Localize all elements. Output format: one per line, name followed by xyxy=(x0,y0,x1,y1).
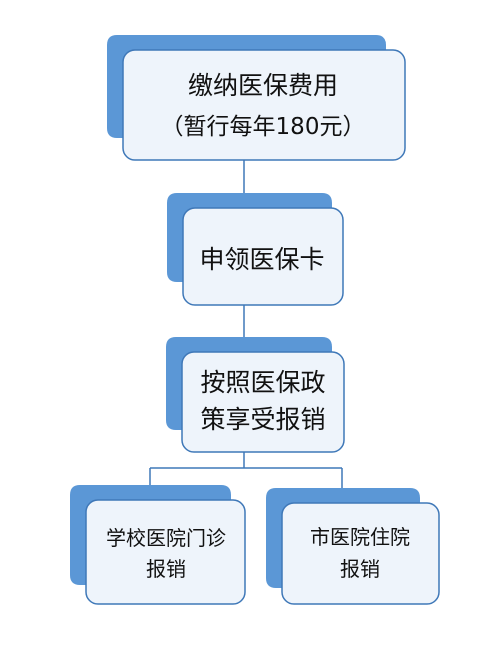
node-city-hospital: 市医院住院 报销 xyxy=(266,488,440,605)
node-city-hospital-line2: 报销 xyxy=(340,557,380,581)
node-school-clinic-box xyxy=(85,499,246,605)
node-reimburse-policy-box xyxy=(181,351,345,453)
node-reimburse-policy-line1: 按照医保政 xyxy=(200,368,325,397)
node-school-clinic-line1: 学校医院门诊 xyxy=(106,526,226,550)
node-school-clinic-line2: 报销 xyxy=(146,557,186,581)
node-city-hospital-box xyxy=(281,502,440,605)
node-apply-card-line1: 申领医保卡 xyxy=(199,245,324,274)
node-apply-card: 申领医保卡 xyxy=(167,193,344,306)
node-reimburse-policy-line2: 策享受报销 xyxy=(200,405,325,434)
node-pay-fee: 缴纳医保费用 （暂行每年180元） xyxy=(107,35,406,161)
node-pay-fee-line1: 缴纳医保费用 xyxy=(188,71,338,100)
node-school-clinic: 学校医院门诊 报销 xyxy=(70,485,246,605)
node-pay-fee-box xyxy=(122,49,406,161)
node-pay-fee-line2: （暂行每年180元） xyxy=(161,114,366,140)
node-city-hospital-line1: 市医院住院 xyxy=(310,525,410,549)
node-reimburse-policy: 按照医保政 策享受报销 xyxy=(166,337,345,453)
node-apply-card-box xyxy=(182,207,344,306)
